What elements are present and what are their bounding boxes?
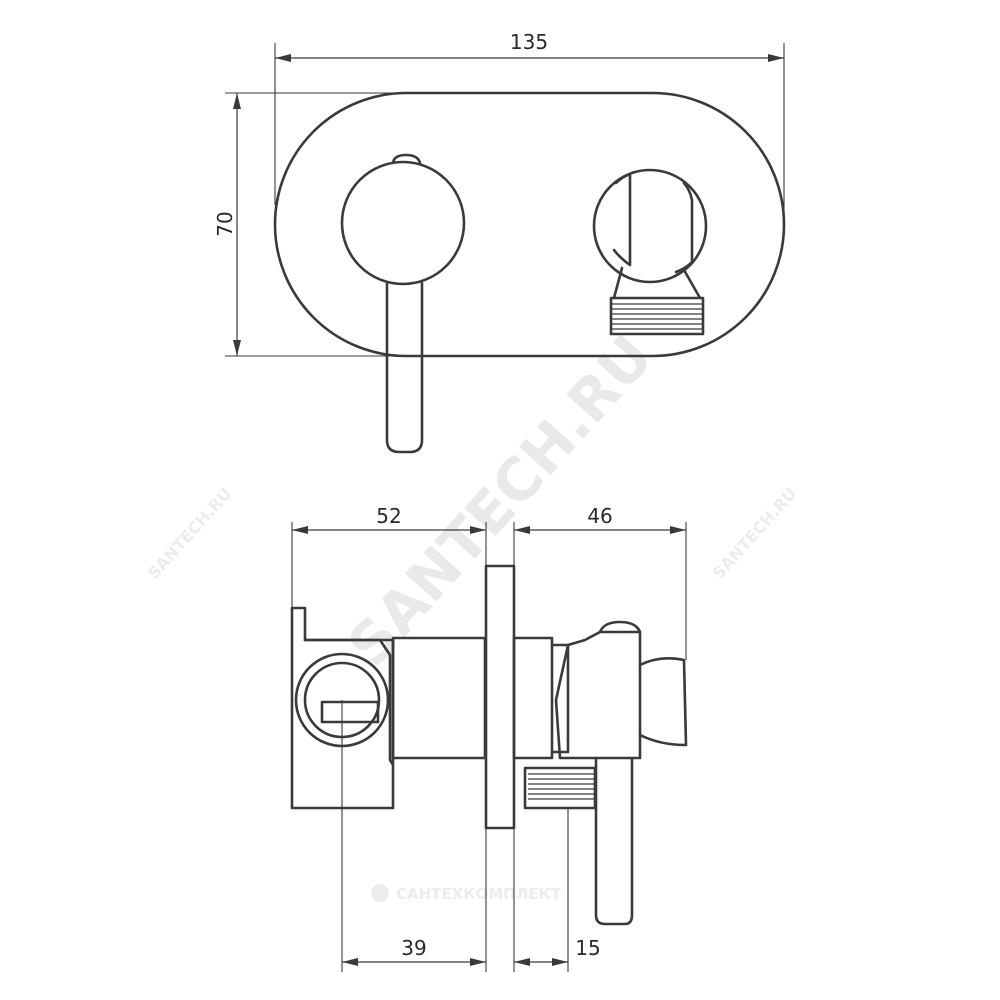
watermark-left: SANTECH.RU: [144, 484, 236, 583]
dimension-plate-height: 70: [213, 92, 400, 357]
watermark-main: SANTECH.RU: [335, 322, 666, 679]
dimension-body-depth: 52: [291, 504, 487, 608]
dimension-front-depth: 46: [513, 504, 687, 660]
body-outlet-slot: [320, 700, 380, 724]
cover-plate: [273, 91, 786, 358]
front-cartridge: [512, 636, 554, 760]
handle-top-nub: [391, 153, 422, 165]
watermark-right: SANTECH.RU: [709, 484, 801, 583]
watermarks: SANTECH.RU SANTECH.RU SANTECH.RU САНТЕХК…: [144, 322, 801, 903]
handle-lever-side: [594, 756, 634, 926]
handle-head: [554, 630, 642, 760]
wall-plate: [484, 564, 516, 830]
front-view: 135 70: [213, 30, 786, 454]
watermark-bottom: САНТЕХКОМПЛЕКТ: [371, 884, 562, 903]
outlet-thread: [609, 296, 705, 336]
dim-label-46: 46: [587, 504, 612, 528]
outlet-neck: [612, 266, 702, 300]
handle-lever: [385, 281, 424, 454]
outlet-ring: [592, 168, 708, 284]
bottom-thread-lines: [528, 773, 594, 800]
side-view: 52 46 39 15: [290, 504, 688, 972]
dim-label-15: 15: [575, 936, 600, 960]
outlet-inner: [612, 172, 632, 267]
dimension-plate-width: 135: [274, 30, 785, 225]
handle-head-cap: [598, 620, 642, 634]
handle-knob: [340, 160, 466, 286]
bottom-thread: [523, 766, 597, 810]
outlet-thread-lines: [612, 303, 702, 330]
handle-knob-side: [638, 657, 688, 747]
dim-label-135: 135: [510, 30, 548, 54]
back-body-notch: [303, 638, 395, 767]
dim-label-39: 39: [401, 936, 426, 960]
body-cylinder: [391, 636, 487, 760]
dimension-outlet-offset: 39: [341, 700, 487, 972]
watermark-bottom-text: САНТЕХКОМПЛЕКТ: [396, 885, 562, 903]
outlet-inner-right: [674, 181, 694, 274]
dimension-thread-offset: 15: [513, 808, 601, 972]
dim-label-52: 52: [376, 504, 401, 528]
dim-label-70: 70: [213, 211, 237, 236]
